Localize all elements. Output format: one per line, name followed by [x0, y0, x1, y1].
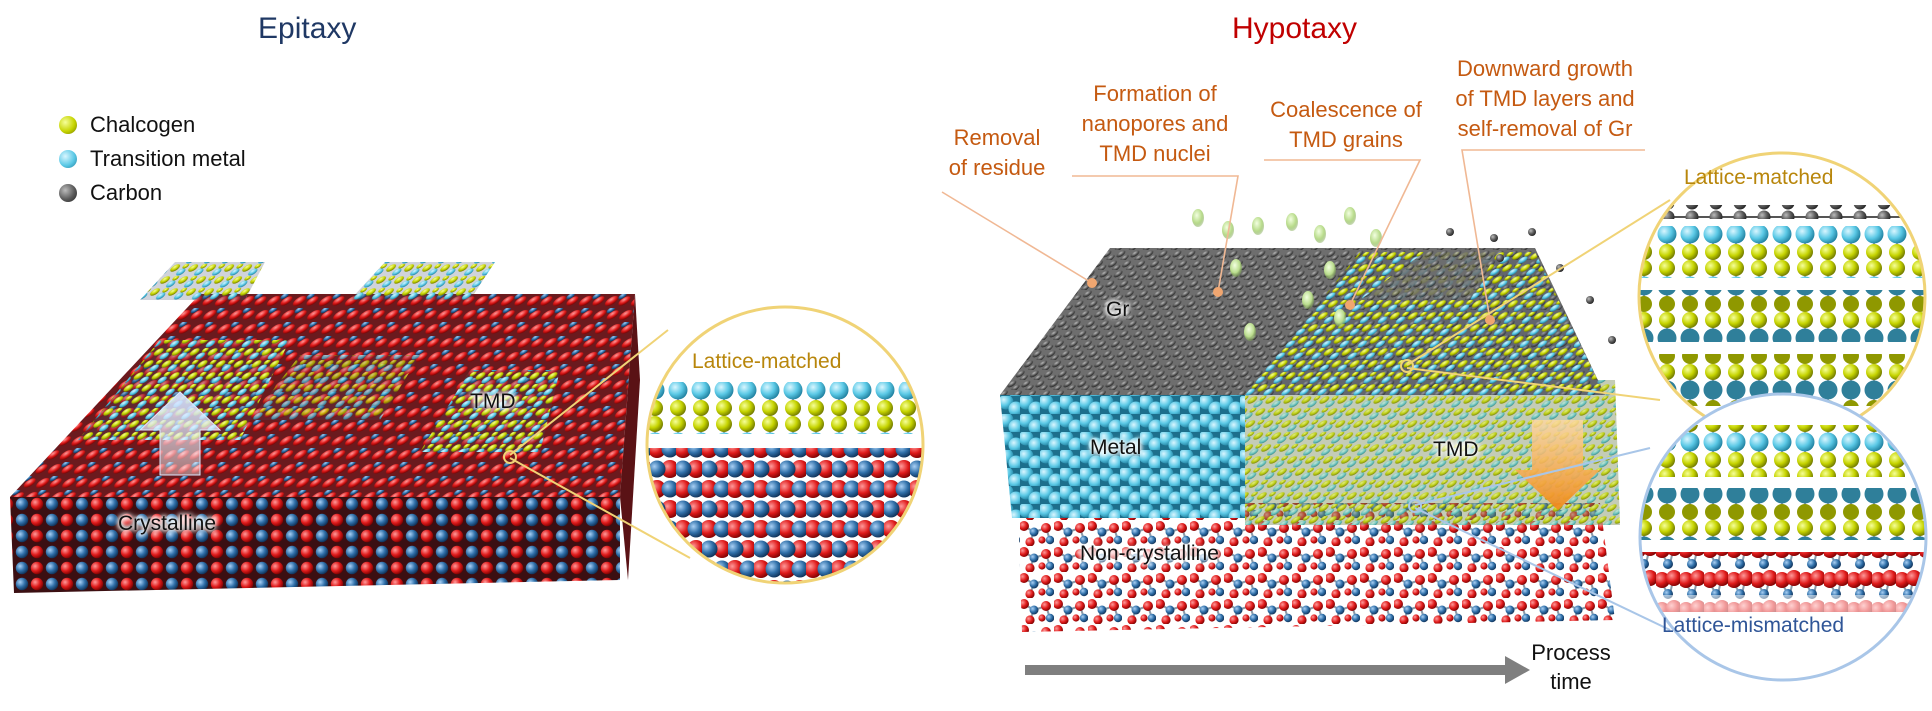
legend-item-carbon: Carbon: [59, 180, 163, 206]
chalcogen-swatch: [59, 116, 77, 134]
metal-label: Metal: [1090, 436, 1142, 459]
step-text: Downward growth: [1456, 56, 1634, 81]
zoom-connector-top: [1400, 199, 1671, 401]
crystalline-label: Crystalline: [118, 512, 217, 535]
downward-growth-arrow: [1515, 420, 1600, 510]
hypotaxy-zoom-bottom-circle: [1638, 392, 1928, 682]
non-crystalline-label: Non-crystalline: [1080, 542, 1219, 565]
legend-label: Carbon: [90, 180, 163, 205]
process-time-arrow: [1025, 656, 1530, 684]
step-text: Coalescence of: [1270, 97, 1422, 122]
upward-growth-arrow: [138, 391, 222, 476]
process-time-label: Process time: [1516, 638, 1626, 696]
hypotaxy-zoom-top-label: Lattice-matched: [1684, 166, 1834, 189]
zoom-connector-line: [509, 457, 691, 559]
hypotaxy-tmd-layer: [1245, 380, 1620, 525]
epitaxy-title: Epitaxy: [258, 12, 357, 45]
legend-label: Transition metal: [90, 146, 246, 171]
step-text: of residue: [948, 155, 1046, 180]
hypotaxy-title: Hypotaxy: [1232, 12, 1358, 45]
step-text: self-removal of Gr: [1457, 116, 1633, 141]
zoom-connector-bottom: [1408, 447, 1671, 631]
zoom-source-marker: [503, 450, 517, 464]
epitaxy-zoom-circle: [645, 305, 925, 585]
step-text: TMD nuclei: [1099, 141, 1211, 166]
step-text: TMD grains: [1289, 127, 1403, 152]
step-leader-lines: [941, 149, 1645, 321]
epitaxy-tmd-islands: [78, 262, 560, 452]
step-downward-growth: Downward growth of TMD layers and self-r…: [1440, 54, 1650, 144]
transition-metal-swatch: [59, 150, 77, 168]
legend-item-transition-metal: Transition metal: [59, 146, 246, 172]
step-text: of TMD layers and: [1455, 86, 1635, 111]
hypotaxy-top-surface: [1000, 248, 1605, 395]
epitaxy-substrate: [10, 294, 640, 593]
gr-label: Gr: [1106, 298, 1130, 321]
process-time-text: time: [1550, 669, 1592, 694]
hypotaxy-zoom-bottom-label: Lattice-mismatched: [1662, 614, 1845, 637]
carbon-swatch: [59, 184, 77, 202]
hypotaxy-zoom-bottom-detail: [1640, 394, 1926, 680]
hypotaxy-metal-layer: [1000, 395, 1245, 518]
step-coalescence: Coalescence of TMD grains: [1256, 95, 1436, 155]
epitaxy-tmd-label: TMD: [470, 390, 516, 413]
step-markers: [1087, 278, 1495, 325]
hypotaxy-tmd-label: TMD: [1433, 438, 1479, 461]
process-time-text: Process: [1531, 640, 1611, 665]
hypotaxy-amorphous-substrate: [1018, 503, 1615, 632]
step-text: Removal: [953, 125, 1041, 150]
released-molecules: [1192, 207, 1616, 344]
legend-label: Chalcogen: [90, 112, 196, 137]
epitaxy-zoom-label: Lattice-matched: [692, 350, 842, 373]
step-text: nanopores and: [1081, 111, 1229, 136]
zoom-connector-line: [509, 329, 669, 456]
step-formation-of-nanopores: Formation of nanopores and TMD nuclei: [1070, 79, 1240, 169]
step-removal-of-residue: Removal of residue: [932, 123, 1062, 183]
legend-item-chalcogen: Chalcogen: [59, 112, 196, 138]
step-text: Formation of: [1093, 81, 1217, 106]
